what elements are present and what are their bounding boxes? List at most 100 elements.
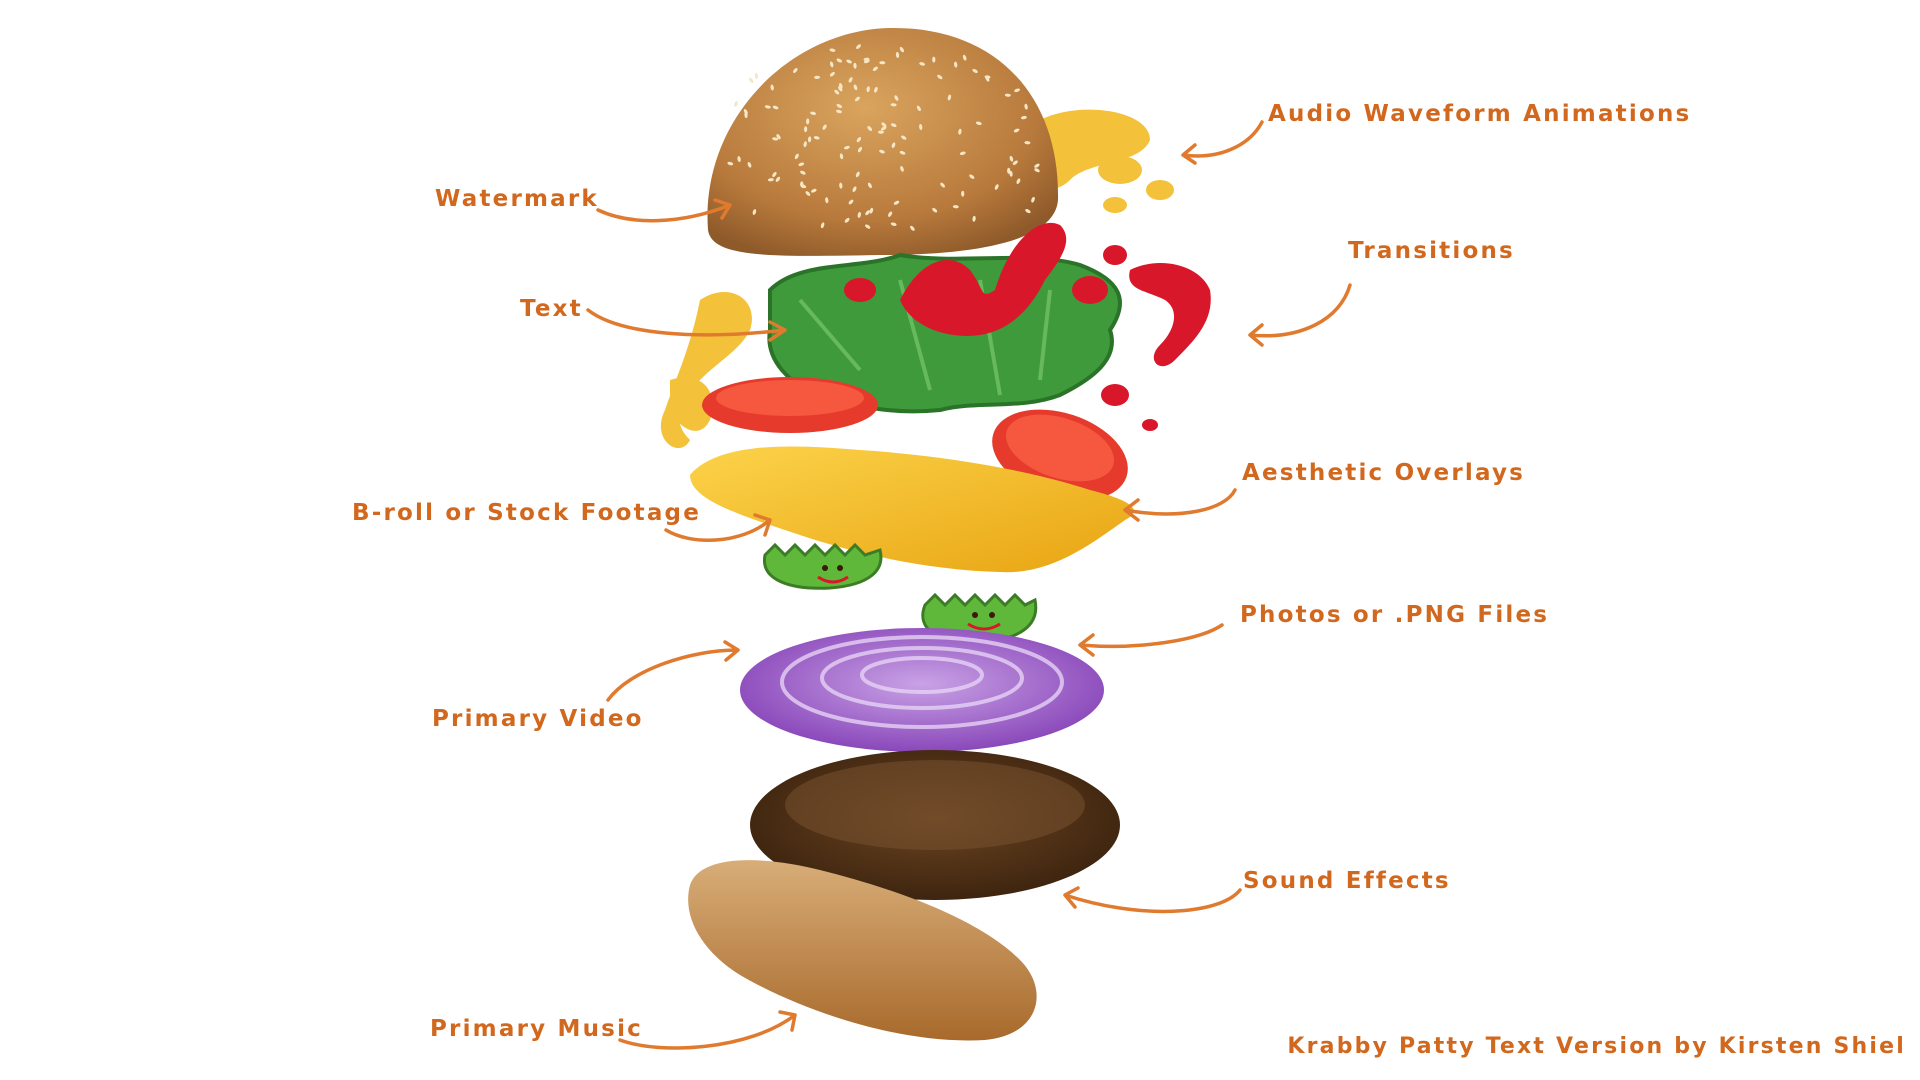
sesame-seed: [857, 211, 861, 218]
sesame-seed: [793, 67, 798, 74]
sesame-seed: [900, 166, 904, 172]
sesame-seed: [994, 184, 999, 190]
tomato-slices: [702, 377, 1128, 501]
sesame-seed: [891, 142, 896, 149]
sesame-seed: [734, 101, 738, 107]
sesame-seed: [843, 145, 850, 150]
sesame-seed: [1031, 196, 1035, 203]
sesame-seed: [737, 156, 741, 163]
sesame-seed: [764, 105, 771, 109]
sesame-seed: [972, 68, 978, 74]
sesame-seed: [879, 61, 886, 65]
sesame-seed: [1034, 163, 1040, 168]
sesame-seed: [863, 59, 870, 64]
sesame-seed: [940, 182, 945, 188]
sesame-seed: [866, 86, 870, 93]
sesame-seed: [901, 135, 907, 140]
label-photos-png: Photos or .PNG Files: [1240, 602, 1550, 628]
sesame-seed: [1020, 115, 1027, 120]
sesame-seed: [798, 162, 805, 167]
sesame-seed: [985, 76, 990, 82]
sesame-seed: [747, 161, 752, 168]
sesame-seed: [947, 94, 952, 101]
sesame-seed: [919, 124, 923, 130]
label-audio-waveform: Audio Waveform Animations: [1268, 101, 1692, 127]
sesame-seed: [848, 199, 854, 205]
sesame-seed: [961, 190, 965, 197]
sesame-seed: [1024, 141, 1031, 145]
sesame-seed: [890, 103, 897, 107]
sesame-seed: [803, 141, 807, 148]
sesame-seed: [839, 153, 844, 160]
sesame-seed: [1013, 128, 1020, 133]
sesame-seed: [932, 56, 936, 63]
sesame-seed: [874, 86, 878, 93]
patty: [750, 750, 1120, 900]
sesame-seed: [895, 52, 900, 58]
sesame-seed: [880, 126, 887, 131]
onion-slice: [740, 628, 1104, 752]
sesame-seed: [805, 191, 811, 196]
sesame-seed: [814, 75, 821, 80]
sesame-seed: [822, 124, 827, 130]
sesame-seed: [969, 174, 975, 179]
arrow-photos: [1078, 623, 1224, 657]
arrow-sound: [1063, 886, 1242, 914]
sesame-seed: [803, 126, 808, 133]
sesame-seed: [752, 209, 757, 215]
sesame-seed: [962, 54, 967, 61]
sesame-seed: [770, 84, 774, 91]
sesame-seed: [810, 188, 817, 193]
sesame-seed: [829, 48, 836, 52]
bottom-bun: [688, 860, 1037, 1041]
arrow-broll: [664, 513, 772, 542]
mustard-drips: [660, 109, 1174, 449]
sesame-seed: [772, 171, 777, 178]
sesame-seed: [776, 134, 781, 140]
arrow-primary-video: [606, 640, 740, 702]
sesame-seed: [772, 105, 779, 110]
sesame-seed: [1034, 168, 1040, 173]
sesame-seed: [972, 215, 976, 222]
sesame-seed: [846, 59, 852, 64]
arrow-aesthetic: [1123, 488, 1237, 522]
sesame-seed: [772, 137, 779, 141]
sesame-seed: [1004, 93, 1011, 97]
sesame-seed: [959, 151, 966, 156]
sesame-seed: [820, 222, 825, 229]
sesame-seed: [856, 137, 862, 143]
sesame-seed: [829, 61, 834, 68]
label-primary-music: Primary Music: [430, 1016, 643, 1042]
sesame-seed: [800, 181, 804, 188]
arrows: [586, 120, 1352, 1050]
label-aesthetic-overlays: Aesthetic Overlays: [1242, 460, 1526, 486]
sesame-seed: [1012, 160, 1018, 165]
arrow-watermark: [596, 198, 732, 223]
label-primary-video: Primary Video: [432, 706, 644, 732]
sesame-seed: [1009, 155, 1014, 162]
arrow-primary-music: [618, 1010, 797, 1050]
sesame-seed: [899, 150, 906, 155]
sesame-seed: [893, 200, 900, 205]
sesame-seed: [775, 176, 781, 182]
sesame-seed: [853, 62, 857, 69]
sesame-seed: [872, 66, 878, 72]
sesame-seed: [890, 222, 897, 226]
ketchup-splash: [844, 222, 1211, 431]
sesame-seed: [919, 62, 926, 66]
sesame-seed: [867, 126, 873, 131]
sesame-seed: [838, 86, 843, 92]
credit-text: Krabby Patty Text Version by Kirsten Shi…: [1287, 1034, 1906, 1059]
sesame-seed: [975, 121, 982, 126]
sesame-seed: [932, 207, 938, 213]
sesame-seed: [894, 95, 899, 101]
sesame-seed: [836, 58, 843, 63]
sesame-seed: [855, 171, 860, 178]
sesame-seed: [834, 89, 840, 95]
sesame-seed: [810, 111, 817, 116]
sesame-seed: [754, 73, 759, 79]
sesame-seed: [899, 46, 904, 53]
label-sound-effects: Sound Effects: [1243, 868, 1451, 894]
sesame-seed: [890, 123, 897, 127]
